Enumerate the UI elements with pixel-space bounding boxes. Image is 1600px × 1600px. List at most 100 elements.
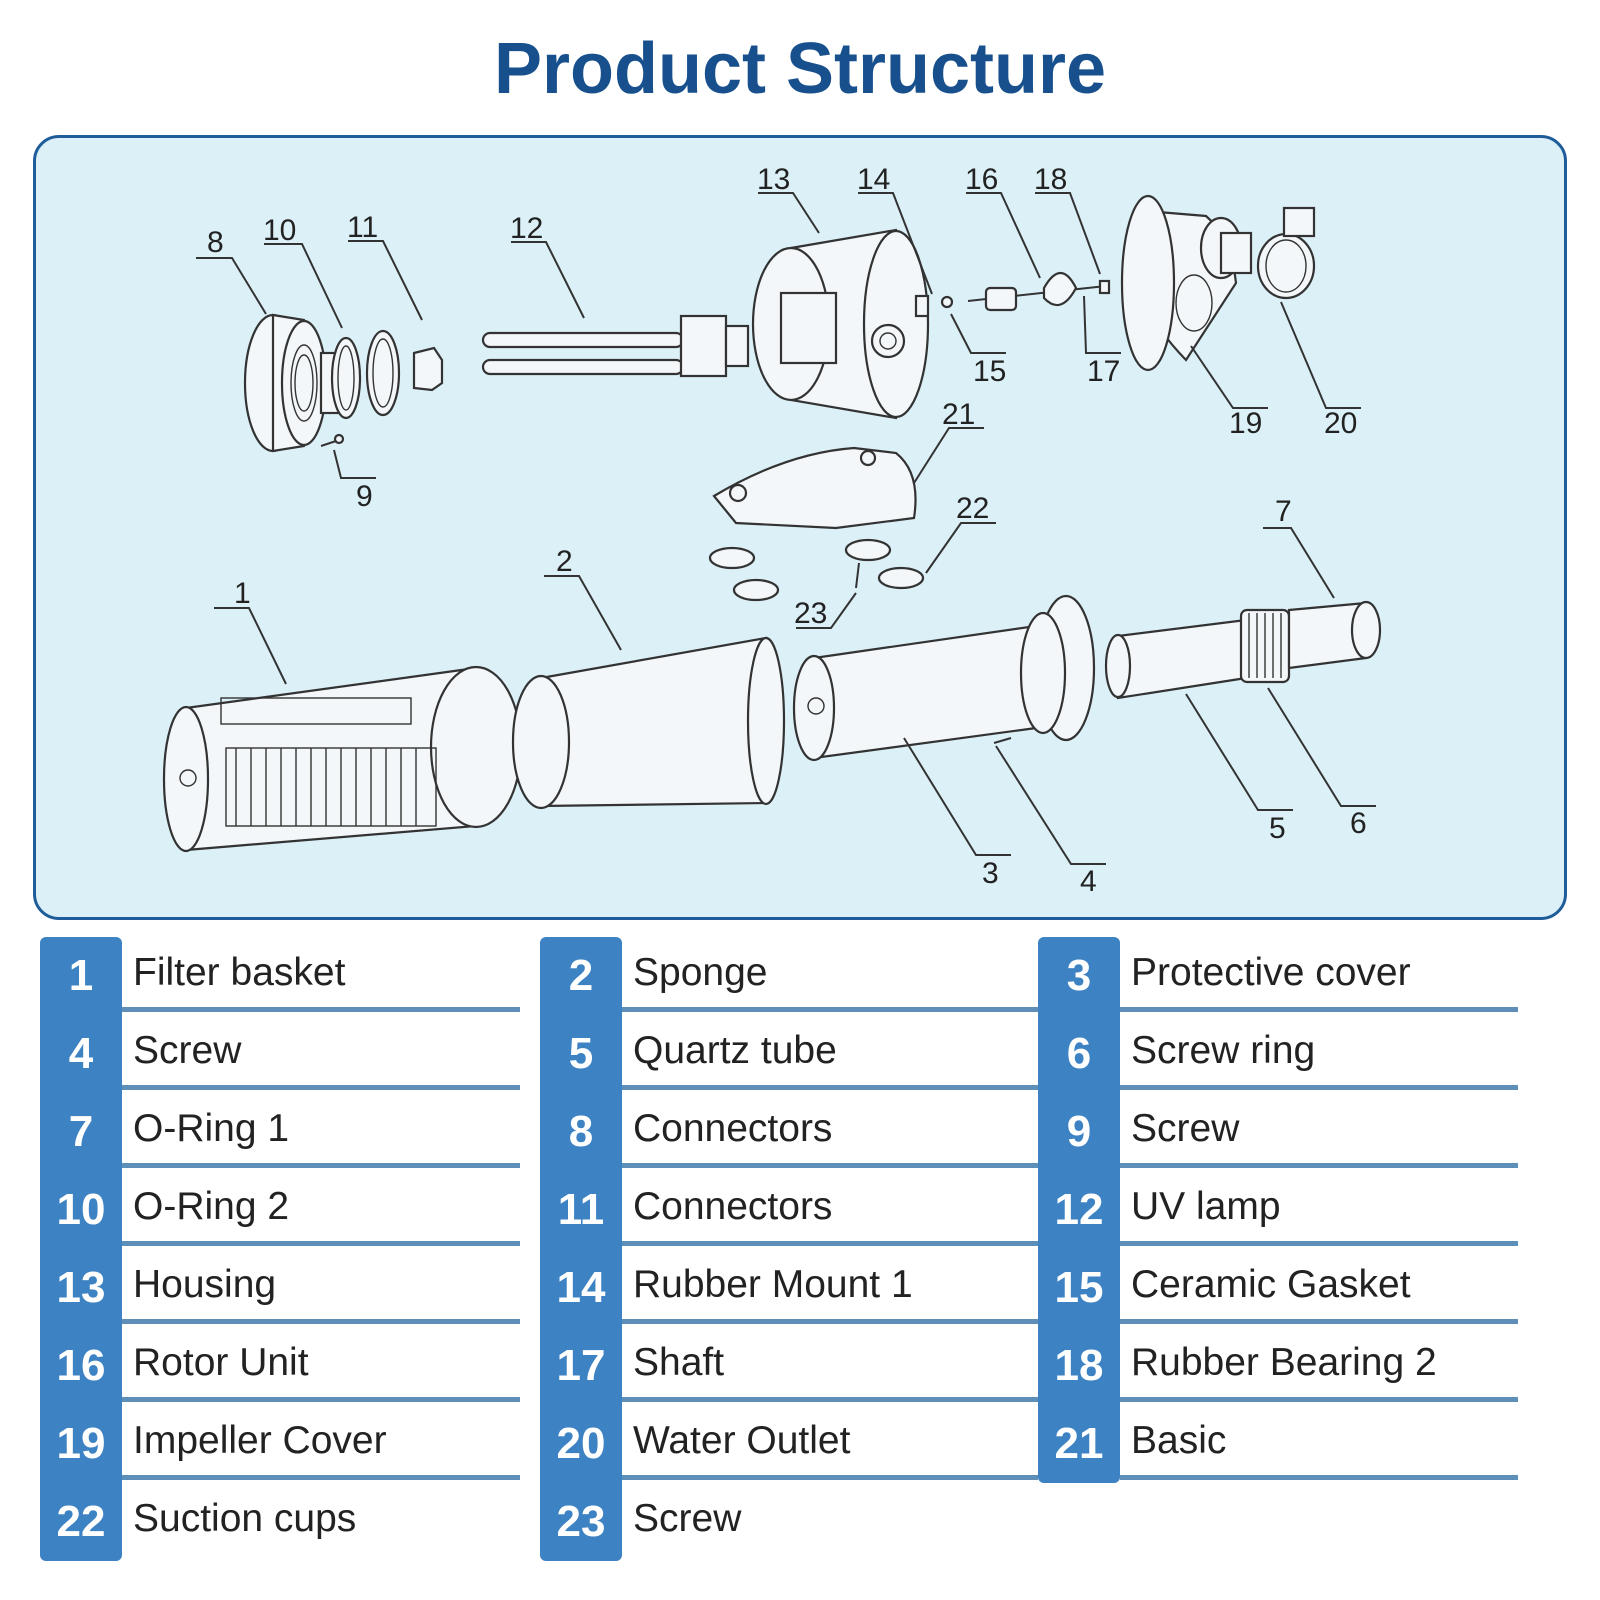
legend-label: Screw [633,1497,742,1540]
legend-label: Rotor Unit [133,1341,309,1384]
part-protective-cover [792,594,1096,762]
legend-number: 8 [540,1093,622,1171]
callout-23: 23 [794,597,827,630]
legend-item: 11 Connectors [540,1171,1038,1249]
part-rotor-unit [967,271,1111,312]
part-o-ring-1 [1287,600,1382,670]
legend-number: 11 [540,1171,622,1249]
legend-item: 19 Impeller Cover [40,1405,520,1483]
callout-14: 14 [857,163,890,196]
legend-label: Filter basket [133,951,346,994]
callout-12: 12 [510,212,543,245]
legend-divider [122,1085,520,1090]
leader-lines [196,192,1376,865]
legend-item: 15 Ceramic Gasket [1038,1249,1518,1327]
legend-label: Quartz tube [633,1029,837,1072]
callout-8: 8 [207,226,224,259]
legend-number: 21 [1038,1405,1120,1483]
part-o-ring-2 [330,336,362,420]
callout-11: 11 [347,211,378,244]
legend-item: 21 Basic [1038,1405,1518,1483]
legend-number: 7 [40,1093,122,1171]
legend-divider [622,1319,1038,1324]
legend-divider [122,1163,520,1168]
part-impeller-cover [1120,194,1253,372]
legend-label: O-Ring 1 [133,1107,290,1150]
legend-number: 10 [40,1171,122,1249]
legend-item: 3 Protective cover [1038,937,1518,1015]
exploded-diagram: 1 2 3 4 5 6 7 8 9 10 11 12 13 14 15 16 1… [162,163,1382,898]
legend-label: Screw [133,1029,242,1072]
callout-19: 19 [1229,407,1262,440]
part-base [712,446,917,530]
exploded-diagram-panel: 1 2 3 4 5 6 7 8 9 10 11 12 13 14 15 16 1… [33,135,1567,920]
callout-10: 10 [263,214,296,247]
legend-divider [122,1241,520,1246]
legend-divider [622,1475,1038,1480]
callout-18: 18 [1034,163,1067,196]
legend-number: 13 [40,1249,122,1327]
legend-label: Screw ring [1131,1029,1316,1072]
legend-item: 7 O-Ring 1 [40,1093,520,1171]
callout-3: 3 [982,857,999,890]
legend-number: 14 [540,1249,622,1327]
legend-label: Shaft [633,1341,725,1384]
legend-divider [1120,1007,1518,1012]
legend-item: 20 Water Outlet [540,1405,1038,1483]
legend-number: 15 [1038,1249,1120,1327]
legend-divider [1120,1397,1518,1402]
legend-item: 23 Screw [540,1483,1020,1561]
part-uv-lamp [481,314,750,378]
legend-divider [1120,1085,1518,1090]
callout-7: 7 [1275,495,1292,528]
legend-item: 8 Connectors [540,1093,1038,1171]
legend-label: Basic [1131,1419,1227,1462]
part-o-ring-2b [365,329,401,417]
callout-16: 16 [965,163,998,196]
legend-item: 1 Filter basket [40,937,520,1015]
part-ceramic-gasket [940,295,954,309]
legend-item: 6 Screw ring [1038,1015,1518,1093]
callout-6: 6 [1350,807,1367,840]
part-suction-cups [708,538,925,602]
legend-label: Screw [1131,1107,1240,1150]
legend-item: 14 Rubber Mount 1 [540,1249,1038,1327]
part-housing [751,228,930,420]
legend-label: Impeller Cover [133,1419,387,1462]
legend-label: Water Outlet [633,1419,851,1462]
legend-divider [122,1475,520,1480]
legend-number: 16 [40,1327,122,1405]
callout-4: 4 [1080,865,1097,898]
legend-number: 22 [40,1483,122,1561]
page-title: Product Structure [493,29,1107,109]
legend-number: 20 [540,1405,622,1483]
legend-number: 3 [1038,937,1120,1015]
legend-divider [622,1163,1038,1168]
part-screw-ring [1239,608,1291,684]
legend-number: 23 [540,1483,622,1561]
callout-5: 5 [1269,812,1286,845]
legend-number: 2 [540,937,622,1015]
callout-21: 21 [942,398,975,431]
part-connectors-11 [412,346,444,392]
legend-item: 2 Sponge [540,937,1038,1015]
legend-item: 5 Quartz tube [540,1015,1038,1093]
legend-divider [622,1085,1038,1090]
part-screw-23 [855,562,860,589]
part-water-outlet [1256,206,1316,300]
legend-label: Sponge [633,951,768,994]
legend-divider [122,1319,520,1324]
legend-number: 9 [1038,1093,1120,1171]
part-filter-basket [162,665,523,853]
legend-number: 18 [1038,1327,1120,1405]
legend-label: Housing [133,1263,277,1306]
legend-number: 6 [1038,1015,1120,1093]
callout-22: 22 [956,492,989,525]
legend-divider [1120,1163,1518,1168]
legend-number: 1 [40,937,122,1015]
legend-item: 13 Housing [40,1249,520,1327]
legend-number: 4 [40,1015,122,1093]
legend-item: 18 Rubber Bearing 2 [1038,1327,1518,1405]
legend-item: 16 Rotor Unit [40,1327,520,1405]
legend-label: Connectors [633,1185,833,1228]
